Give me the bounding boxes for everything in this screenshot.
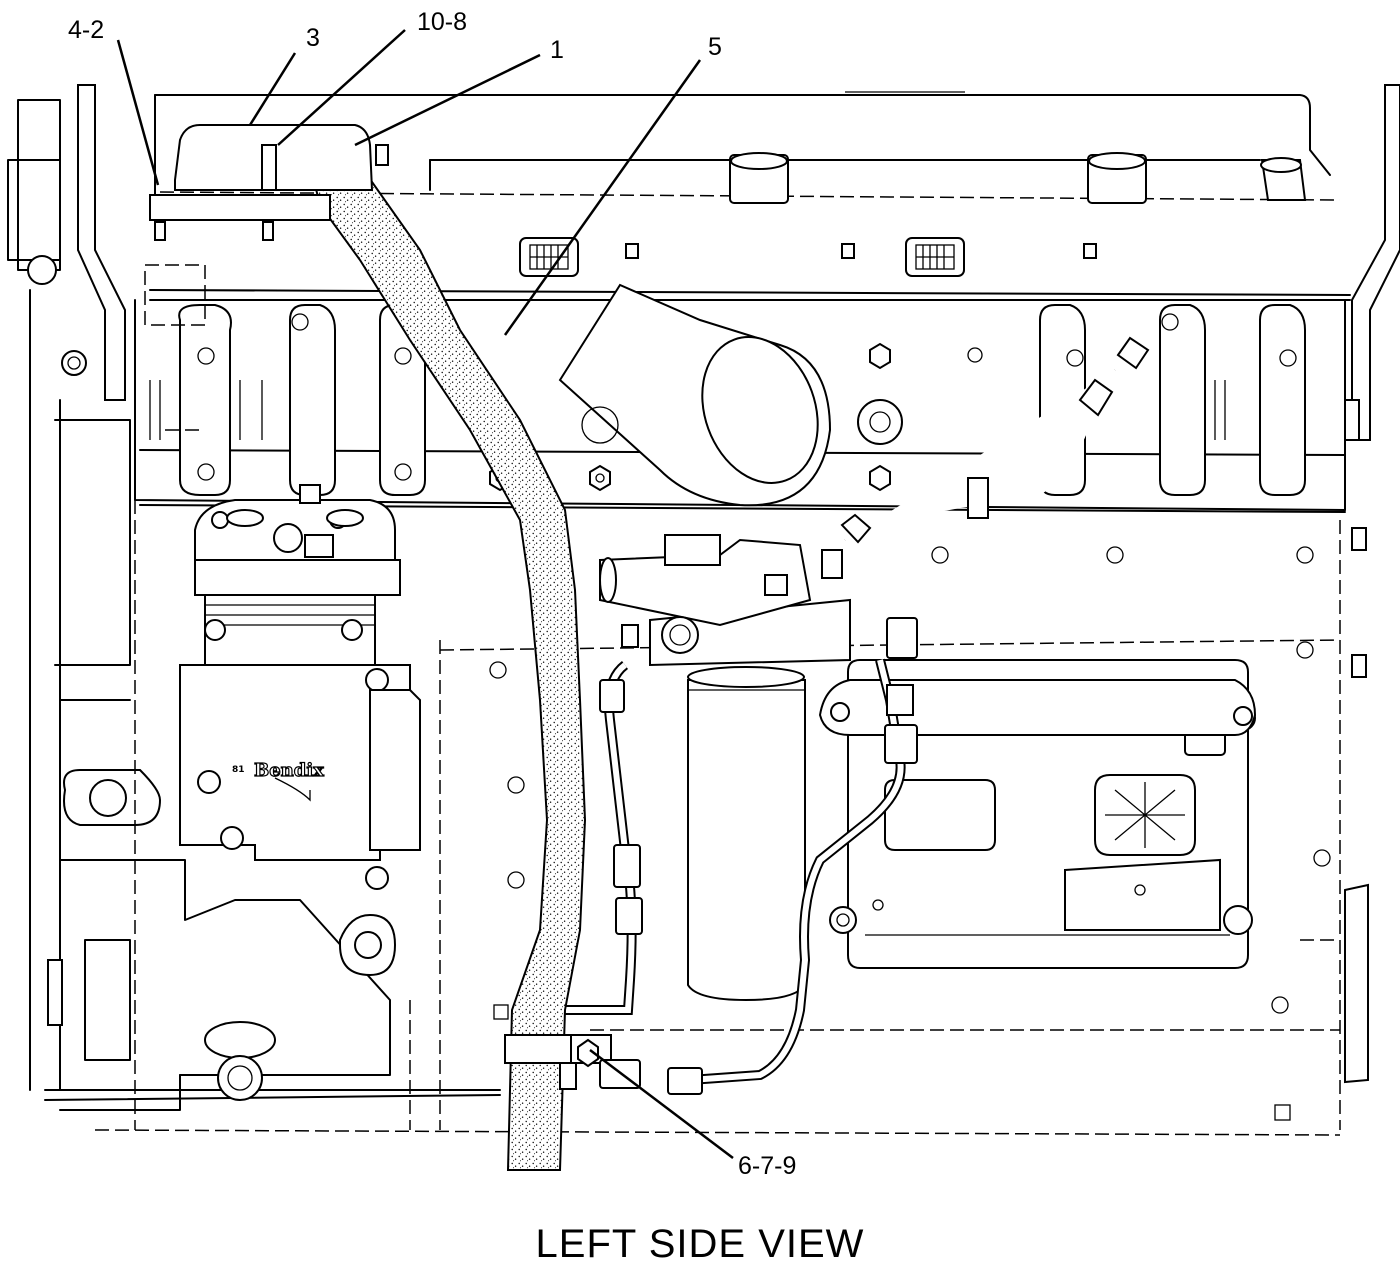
bendix-logo: 81 Bendix: [232, 759, 325, 781]
brand-mark: Bendix: [254, 760, 324, 781]
ecm-bracket: [818, 679, 1257, 934]
callout-5: 5: [708, 33, 722, 61]
callout-6-7-9: 6-7-9: [738, 1152, 796, 1180]
air-compressor: [179, 484, 421, 890]
harness-connector-1: [519, 237, 579, 277]
leader-1: [354, 53, 541, 147]
fuel-line-left: [555, 661, 643, 1015]
callout-labels: 4-2 3 10-8 1 5 6-7-9: [68, 8, 796, 1180]
callout-3: 3: [306, 24, 320, 52]
breather-housing: [149, 124, 374, 241]
callout-leaders: [116, 29, 734, 1159]
damper-right: [1344, 883, 1369, 1084]
mounting-ear-left: [63, 769, 162, 826]
lower-housing: [44, 859, 501, 1111]
leader-5: [503, 59, 702, 336]
leader-10-8: [277, 29, 406, 146]
view-caption: LEFT SIDE VIEW: [535, 1222, 865, 1266]
fuel-line-lower: [667, 617, 918, 1095]
breather-cap: [1260, 157, 1307, 201]
manifold-flange-6: [1259, 304, 1306, 496]
manifold-flange-5: [1159, 304, 1206, 496]
callout-4-2: 4-2: [68, 16, 104, 44]
leader-3: [248, 52, 297, 126]
fuel-filter: [687, 666, 806, 1002]
harness-connector-2: [905, 237, 965, 277]
valve-cover-bolts: [375, 144, 1097, 259]
manifold-flange-1: [178, 304, 232, 496]
brand-number: 81: [232, 765, 245, 775]
leader-4-2: [116, 39, 160, 186]
mounting-ear-lower: [339, 913, 397, 977]
callout-10-8: 10-8: [417, 8, 467, 36]
callout-1: 1: [550, 36, 564, 64]
filter-base: [599, 534, 851, 667]
crankcase-dashed: [134, 264, 411, 1130]
manifold-flange-2: [289, 304, 336, 496]
lifting-bracket-left: [77, 84, 126, 401]
right-studs: [1351, 527, 1367, 678]
turbo-elbow: [558, 283, 903, 507]
breather-hose-clamp: [504, 1034, 641, 1090]
valve-cover-boss-right: [1087, 152, 1147, 204]
fuel-line-upper: [821, 336, 1150, 579]
lifting-bracket-right: [1344, 84, 1400, 441]
ecm-module: [847, 659, 1256, 969]
leader-6-7-9: [589, 1049, 734, 1159]
valve-cover-boss-left: [729, 152, 789, 204]
